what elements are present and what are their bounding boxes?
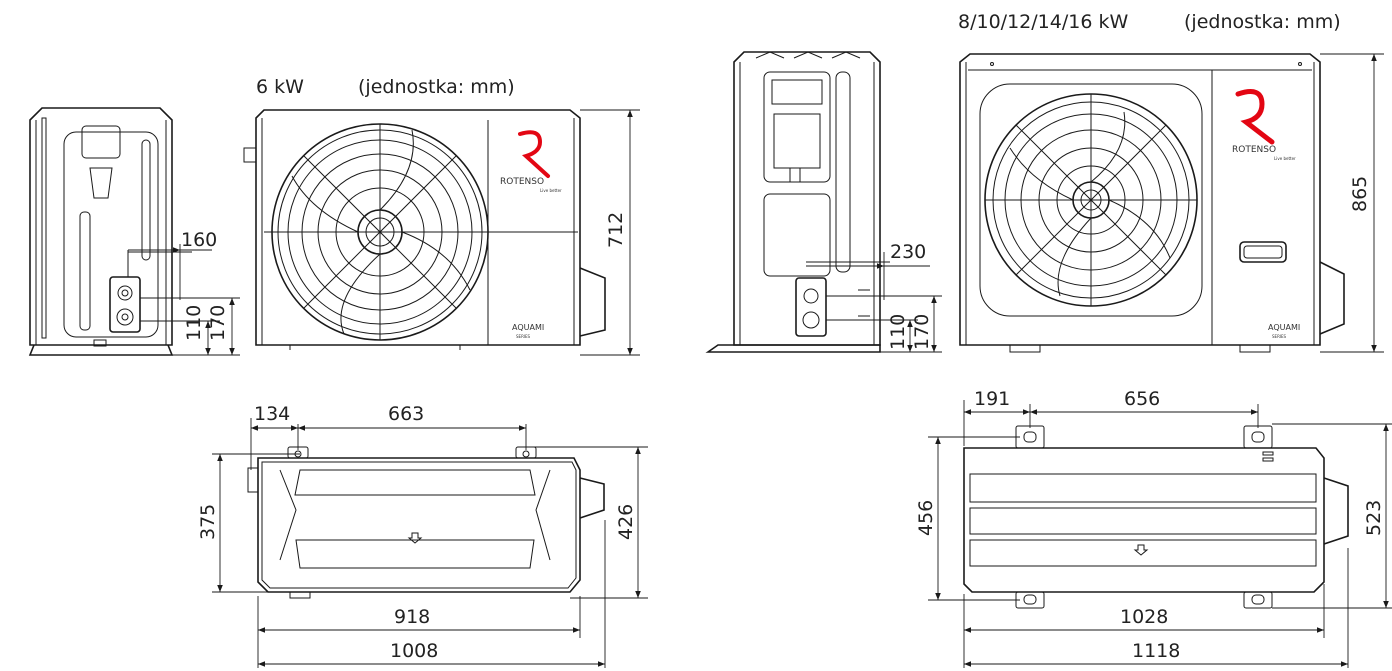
small-series-text: AQUAMI <box>512 323 544 332</box>
small-dim-375: 375 <box>197 504 219 540</box>
large-dim-110: 110 <box>887 314 909 350</box>
small-top-dims: 134 663 375 426 918 1008 <box>197 403 648 668</box>
small-power-label: 6 kW <box>256 76 304 98</box>
small-logo-icon <box>518 130 550 178</box>
large-logo-tagline: Live better <box>1274 156 1296 161</box>
large-dim-523: 523 <box>1363 500 1385 536</box>
small-dim-712: 712 <box>605 212 627 248</box>
small-dim-170: 170 <box>207 305 229 341</box>
large-dim-170: 170 <box>911 314 933 350</box>
large-height-dim: 865 <box>1320 53 1384 353</box>
large-power-label: 8/10/12/14/16 kW <box>958 11 1128 33</box>
small-front-view: ROTENSO Live better AQUAMI SERIES <box>243 109 606 350</box>
large-logo-icon <box>1235 89 1275 145</box>
small-dim-110: 110 <box>183 305 205 341</box>
small-height-dim: 712 <box>580 109 640 356</box>
small-logo-tagline: Live better <box>540 188 562 193</box>
large-front-view: ROTENSO Live better AQUAMI SERIES <box>959 53 1345 353</box>
large-side-dims: 230 110 170 <box>806 241 942 353</box>
small-side-dims: 160 110 170 <box>128 229 240 356</box>
small-dim-918: 918 <box>394 606 430 628</box>
large-series-sub: SERIES <box>1272 334 1287 339</box>
small-units-label: (jednostka: mm) <box>358 76 515 98</box>
small-dim-426: 426 <box>615 504 637 540</box>
large-dim-456: 456 <box>915 500 937 536</box>
large-series-text: AQUAMI <box>1268 323 1300 332</box>
large-side-view <box>705 51 881 353</box>
small-dim-134: 134 <box>254 403 290 425</box>
small-dim-1008: 1008 <box>390 640 438 662</box>
large-dim-1118: 1118 <box>1132 640 1180 662</box>
large-logo-text: ROTENSO <box>1232 145 1276 155</box>
small-dim-663: 663 <box>388 403 424 425</box>
large-units-label: (jednostka: mm) <box>1184 11 1341 33</box>
large-dim-865: 865 <box>1349 176 1371 212</box>
large-dim-191: 191 <box>974 388 1010 410</box>
small-dim-160: 160 <box>181 229 217 251</box>
large-dim-1028: 1028 <box>1120 606 1168 628</box>
large-top-dims: 191 656 456 523 1028 1118 <box>915 388 1392 668</box>
large-top-view <box>963 425 1349 609</box>
small-top-view <box>247 446 605 599</box>
large-dim-230: 230 <box>890 241 926 263</box>
small-series-sub: SERIES <box>516 334 531 339</box>
small-logo-text: ROTENSO <box>500 177 544 187</box>
large-dim-656: 656 <box>1124 388 1160 410</box>
small-side-view <box>28 107 174 356</box>
